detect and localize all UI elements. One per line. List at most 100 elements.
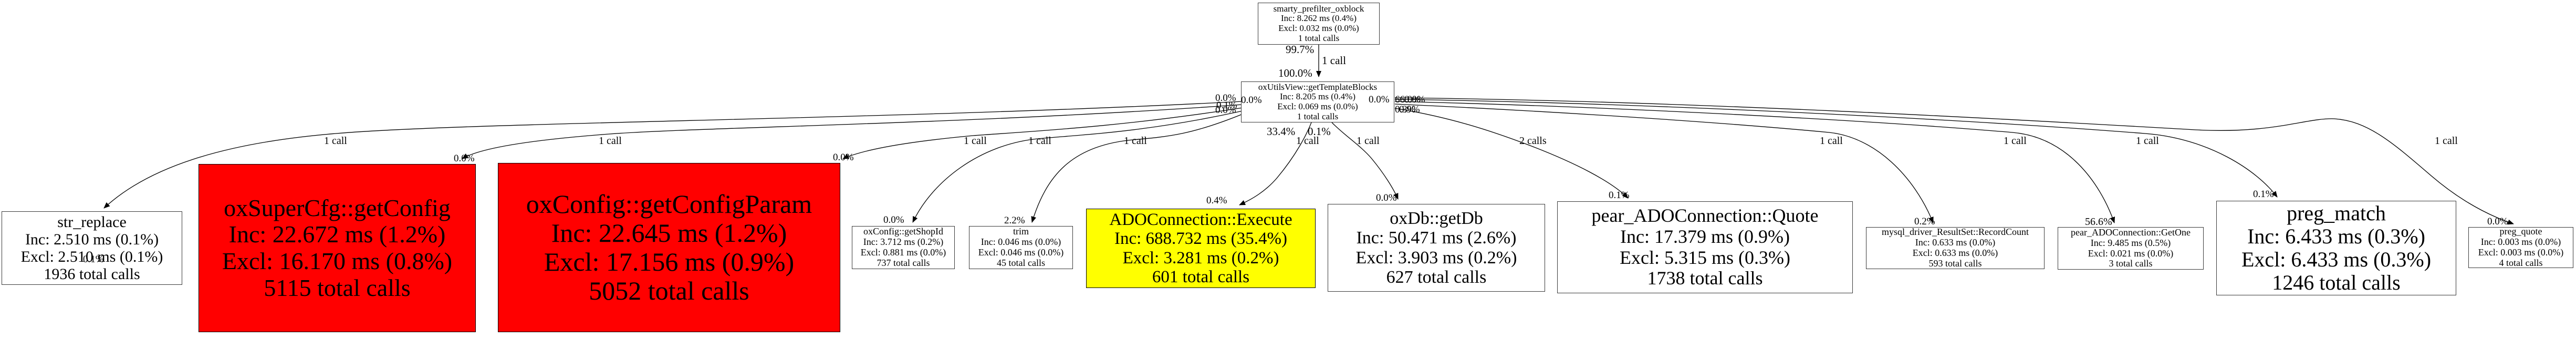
node-calls: 1246 total calls bbox=[2272, 271, 2401, 294]
node-calls: 593 total calls bbox=[1928, 258, 1982, 269]
node-title: ADOConnection::Execute bbox=[1109, 210, 1292, 229]
node-excl: Excl: 16.170 ms (0.8%) bbox=[222, 248, 453, 274]
edge-label: 0.2% bbox=[1914, 216, 1935, 227]
node-calls: 3 total calls bbox=[2109, 258, 2153, 269]
node-title: oxConfig::getConfigParam bbox=[526, 189, 812, 219]
node-title: pear_ADOConnection::Quote bbox=[1591, 205, 1819, 227]
node-inc: Inc: 8.262 ms (0.4%) bbox=[1280, 13, 1357, 24]
call-edge bbox=[1394, 97, 2514, 225]
node-excl: Excl: 0.032 ms (0.0%) bbox=[1278, 23, 1359, 33]
call-edge bbox=[1394, 99, 2278, 198]
node-title: preg_match bbox=[2287, 201, 2386, 225]
call-edge bbox=[1031, 114, 1243, 223]
node-excl: Excl: 0.633 ms (0.0%) bbox=[1912, 248, 1998, 258]
edge-label: 0.1% bbox=[83, 254, 104, 265]
edge-label: 0.0% bbox=[1376, 192, 1397, 203]
edge-label: 1 call bbox=[1124, 135, 1147, 147]
edge-label: 0.4% bbox=[1206, 195, 1227, 206]
edge-label: 1 call bbox=[2004, 135, 2027, 147]
node-inc: Inc: 6.433 ms (0.3%) bbox=[2247, 224, 2425, 248]
node-inc: Inc: 17.379 ms (0.9%) bbox=[1620, 225, 1790, 247]
call-edge bbox=[842, 107, 1243, 159]
edge-label: 1 call bbox=[1357, 135, 1380, 147]
node-inc: Inc: 8.205 ms (0.4%) bbox=[1279, 91, 1355, 102]
call-edge bbox=[1239, 122, 1312, 206]
edge-label: 1 call bbox=[1322, 54, 1347, 67]
node-calls: 627 total calls bbox=[1386, 267, 1487, 287]
node-excl: Excl: 0.046 ms (0.0%) bbox=[978, 247, 1064, 258]
node-calls: 5115 total calls bbox=[264, 274, 411, 301]
edge-label: 0.0% bbox=[1404, 94, 1425, 105]
node-title: oxConfig::getShopId bbox=[863, 226, 943, 237]
node-excl: Excl: 0.021 ms (0.0%) bbox=[2088, 248, 2174, 259]
node-calls: 601 total calls bbox=[1152, 267, 1250, 286]
edge-label: 56.6% bbox=[2085, 216, 2112, 228]
node-excl: Excl: 17.156 ms (0.9%) bbox=[544, 247, 795, 276]
edge-label: 0.0% bbox=[1215, 105, 1236, 116]
call-edge bbox=[1331, 122, 1399, 200]
node-calls: 4 total calls bbox=[2499, 257, 2543, 268]
node-excl: Excl: 0.003 ms (0.0%) bbox=[2478, 247, 2564, 258]
edge-label: 0.0% bbox=[883, 214, 904, 225]
node-inc: Inc: 22.645 ms (1.2%) bbox=[551, 218, 787, 248]
edge-label: 0.0% bbox=[1241, 95, 1262, 106]
edge-label: 1 call bbox=[599, 135, 622, 147]
node-calls: 1 total calls bbox=[1297, 111, 1339, 121]
node-calls: 1738 total calls bbox=[1647, 268, 1763, 289]
edge-label: 1 call bbox=[2136, 135, 2159, 147]
node-inc: Inc: 2.510 ms (0.1%) bbox=[25, 231, 159, 248]
node-calls: 1 total calls bbox=[1298, 33, 1340, 43]
edge-label: 0.0% bbox=[1215, 93, 1236, 104]
edge-label: 0.0% bbox=[833, 152, 854, 163]
node-excl: Excl: 3.281 ms (0.2%) bbox=[1122, 248, 1279, 268]
edge-label: 0.0% bbox=[454, 153, 475, 164]
node-title: pear_ADOConnection::GetOne bbox=[2071, 227, 2191, 238]
node-calls: 1936 total calls bbox=[44, 265, 140, 283]
node-title: preg_quote bbox=[2499, 226, 2542, 237]
edge-label: 0.9% bbox=[1399, 104, 1420, 115]
node-title: trim bbox=[1013, 226, 1029, 237]
node-excl: Excl: 2.510 ms (0.1%) bbox=[20, 248, 163, 265]
node-excl: Excl: 0.069 ms (0.0%) bbox=[1277, 101, 1358, 111]
node-title: oxDb::getDb bbox=[1390, 208, 1483, 228]
node-calls: 45 total calls bbox=[997, 257, 1045, 268]
edge-label: 100.0% bbox=[1278, 67, 1312, 79]
node-excl: Excl: 6.433 ms (0.3%) bbox=[2241, 248, 2432, 271]
node-inc: Inc: 0.046 ms (0.0%) bbox=[981, 237, 1061, 248]
edge-label: 0.3% bbox=[1395, 104, 1416, 115]
edge-label: 2 calls bbox=[1519, 135, 1547, 147]
edge-label: 2.2% bbox=[1004, 215, 1025, 226]
node-inc: Inc: 3.712 ms (0.2%) bbox=[863, 237, 944, 248]
edge-label: 1 call bbox=[964, 135, 987, 147]
edge-label: 0.1% bbox=[1609, 190, 1630, 201]
call-edge bbox=[1394, 104, 1934, 223]
edge-label: 33.4% bbox=[1267, 125, 1296, 138]
node-inc: Inc: 22.672 ms (1.2%) bbox=[228, 221, 446, 248]
node-title: str_replace bbox=[57, 213, 127, 231]
edge-label: 0.1% bbox=[1216, 100, 1237, 111]
edge-label: 1 call bbox=[1820, 135, 1843, 147]
call-edge bbox=[1394, 101, 2115, 223]
node-title: mysql_driver_ResultSet::RecordCount bbox=[1882, 227, 2029, 238]
edge-label: 0.0% bbox=[1369, 94, 1390, 105]
node-calls: 5052 total calls bbox=[589, 276, 749, 305]
node-title: smarty_prefilter_oxblock bbox=[1273, 3, 1364, 14]
node-excl: Excl: 3.903 ms (0.2%) bbox=[1355, 248, 1517, 268]
edge-label: 0.1% bbox=[2253, 189, 2274, 200]
node-inc: Inc: 688.732 ms (35.4%) bbox=[1114, 229, 1288, 249]
node-inc: Inc: 50.471 ms (2.6%) bbox=[1356, 228, 1517, 248]
node-title: oxSuperCfg::getConfig bbox=[224, 194, 451, 221]
